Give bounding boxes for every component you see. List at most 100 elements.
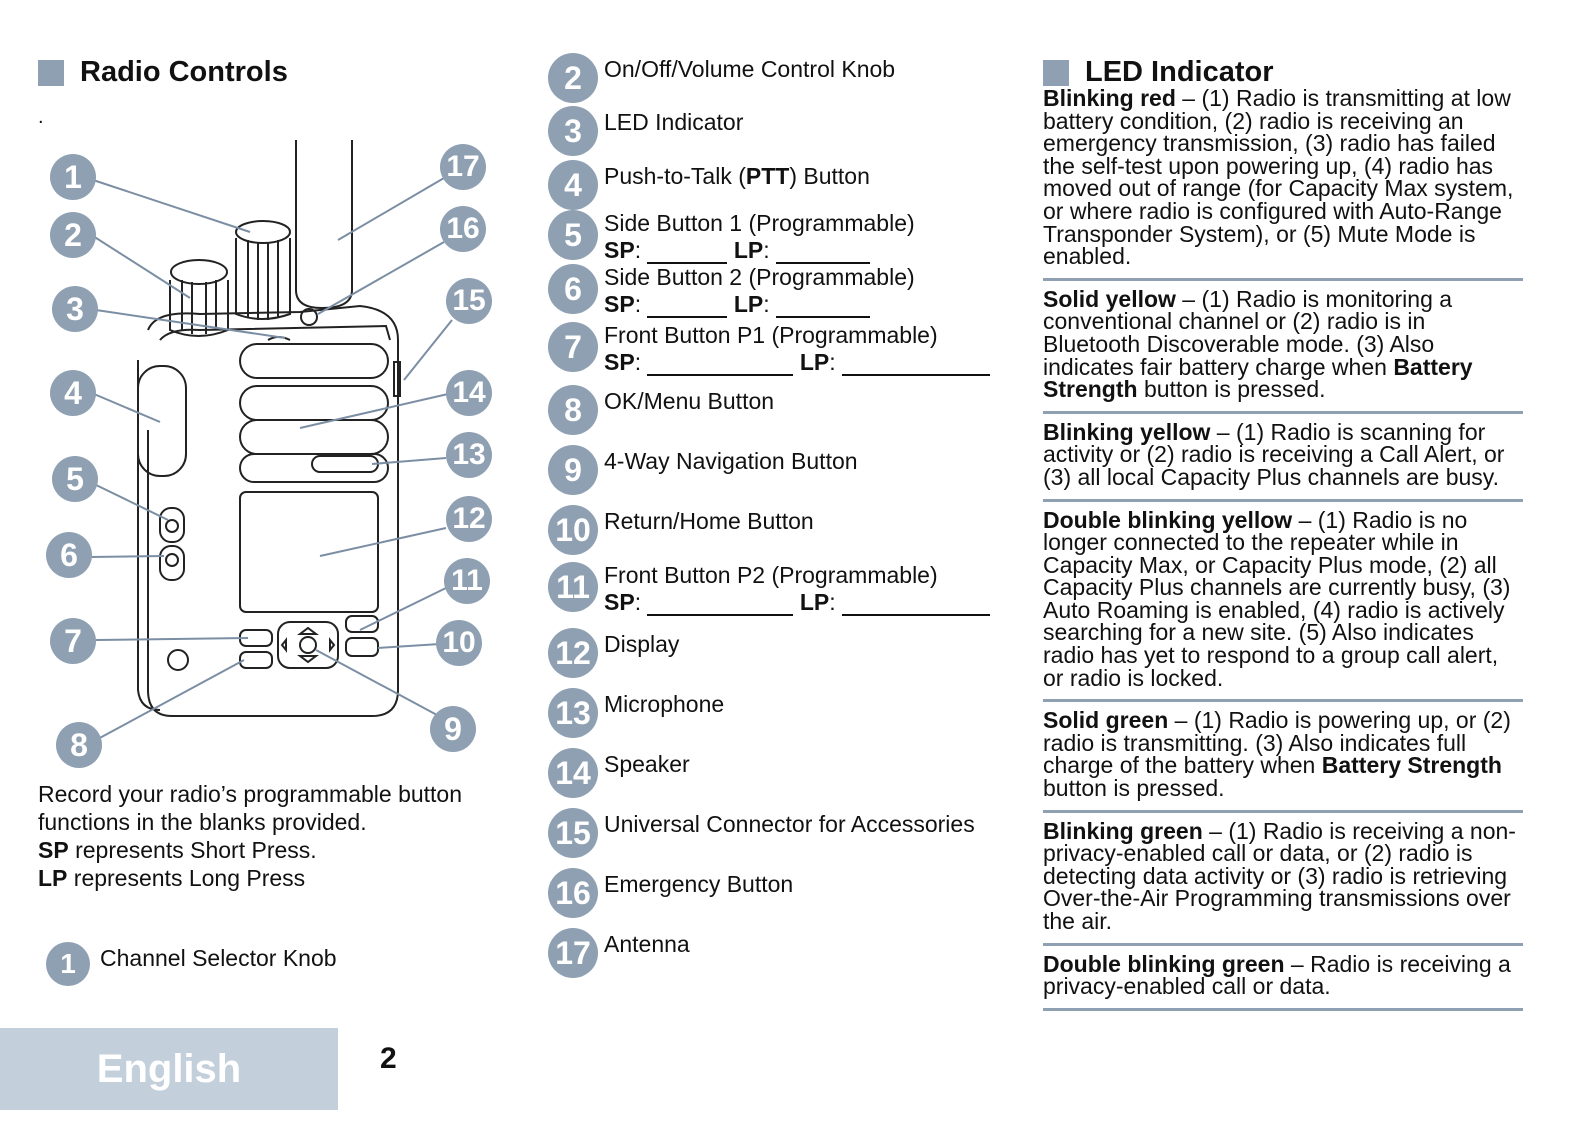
led-entry-double-blinking-yellow: Double blinking yellow – (1) Radio is no… [1043, 508, 1523, 703]
callout-5: 5 [52, 456, 98, 502]
item-label: Speaker [604, 751, 690, 777]
item-label: Emergency Button [604, 871, 794, 897]
item-label: Display [604, 631, 680, 657]
lp-blank[interactable] [842, 374, 991, 376]
lp-blank[interactable] [842, 614, 991, 616]
item-label: OK/Menu Button [604, 388, 775, 414]
led-entry-solid-yellow: Solid yellow – (1) Radio is monitoring a… [1043, 287, 1523, 414]
sp-text: represents Short Press. [68, 837, 317, 863]
item-number: 13 [548, 688, 598, 738]
led-entry-double-blinking-green: Double blinking green – Radio is receivi… [1043, 952, 1523, 1011]
callout-7: 7 [50, 618, 96, 664]
led-heading: LED Indicator [1043, 56, 1274, 89]
sp-blank[interactable] [647, 262, 728, 264]
control-item-12: 12 Display [548, 628, 679, 678]
item-label-pre: Push-to-Talk ( [604, 163, 746, 189]
callout-15: 15 [446, 278, 492, 324]
section-marker [38, 59, 64, 86]
radio-controls-title: Radio Controls [80, 56, 288, 88]
led-entry-blinking-green: Blinking green – (1) Radio is receiving … [1043, 819, 1523, 946]
control-item-8: 8 OK/Menu Button [548, 385, 774, 435]
radio-diagram: 1 2 3 4 5 6 7 8 9 10 11 12 13 14 15 16 1… [0, 130, 520, 790]
item-number: 6 [548, 264, 598, 314]
radio-controls-heading: Radio Controls [38, 56, 288, 89]
control-item-16: 16 Emergency Button [548, 868, 793, 918]
sp-lp-blanks: SP: LP: [604, 237, 915, 264]
control-item-17: 17 Antenna [548, 928, 690, 978]
item-label: Antenna [604, 931, 690, 957]
callout-4: 4 [50, 370, 96, 416]
callout-9: 9 [430, 706, 476, 752]
sp-abbr: SP [38, 837, 69, 863]
item-label-bold: PTT [745, 163, 790, 189]
control-item-15: 15 Universal Connector for Accessories [548, 808, 975, 858]
led-description-list: Blinking red – (1) Radio is transmitting… [1043, 86, 1523, 1017]
item-label: On/Off/Volume Control Knob [604, 56, 896, 82]
language-tab: English [0, 1028, 338, 1110]
section-marker [1043, 59, 1069, 86]
control-item-1: 1 Channel Selector Knob [46, 942, 337, 986]
sp-legend: SP represents Short Press. [38, 836, 462, 864]
item-number: 14 [548, 748, 598, 798]
led-title: LED Indicator [1085, 56, 1274, 88]
callout-12: 12 [446, 496, 492, 542]
record-instructions: Record your radio’s programmable button … [38, 780, 462, 892]
control-item-6: 6 Side Button 2 (Programmable) SP: LP: [548, 264, 915, 318]
record-line-2: functions in the blanks provided. [38, 809, 367, 835]
control-item-11: 11 Front Button P2 (Programmable) SP: LP… [548, 562, 991, 616]
callout-16: 16 [440, 206, 486, 252]
callout-11: 11 [444, 558, 490, 604]
control-item-9: 9 4-Way Navigation Button [548, 445, 858, 495]
lp-text: represents Long Press [67, 865, 306, 891]
item-label: Return/Home Button [604, 508, 814, 534]
item-label: Front Button P2 (Programmable) [604, 562, 938, 588]
lp-blank[interactable] [776, 262, 871, 264]
item-number: 10 [548, 505, 598, 555]
item-label: Universal Connector for Accessories [604, 811, 975, 837]
item-number: 1 [46, 942, 90, 986]
callout-3: 3 [52, 286, 98, 332]
callout-8: 8 [56, 722, 102, 768]
item-number: 7 [548, 322, 598, 372]
item-label: Front Button P1 (Programmable) [604, 322, 938, 348]
sp-lp-blanks: SP: LP: [604, 589, 991, 616]
control-item-14: 14 Speaker [548, 748, 690, 798]
sp-lp-blanks: SP: LP: [604, 349, 991, 376]
stray-dot: . [38, 106, 44, 128]
item-number: 9 [548, 445, 598, 495]
callout-1: 1 [50, 154, 96, 200]
callout-2: 2 [50, 212, 96, 258]
sp-blank[interactable] [647, 614, 794, 616]
item-number: 3 [548, 106, 598, 156]
item-label: 4-Way Navigation Button [604, 448, 858, 474]
callout-17: 17 [440, 144, 486, 190]
item-number: 12 [548, 628, 598, 678]
item-label: Microphone [604, 691, 725, 717]
record-line-1: Record your radio’s programmable button [38, 781, 463, 807]
item-label: Side Button 1 (Programmable) [604, 210, 915, 236]
item-number: 15 [548, 808, 598, 858]
control-item-4: 4 Push-to-Talk (PTT) Button [548, 160, 870, 210]
control-item-2: 2 On/Off/Volume Control Knob [548, 53, 895, 103]
item-number: 2 [548, 53, 598, 103]
item-number: 17 [548, 928, 598, 978]
led-entry-blinking-red: Blinking red – (1) Radio is transmitting… [1043, 86, 1523, 281]
control-item-7: 7 Front Button P1 (Programmable) SP: LP: [548, 322, 991, 376]
item-label: LED Indicator [604, 109, 744, 135]
item-label-post: ) Button [789, 163, 870, 189]
callout-10: 10 [436, 620, 482, 666]
sp-blank[interactable] [647, 374, 794, 376]
item-number: 5 [548, 210, 598, 260]
callout-14: 14 [446, 370, 492, 416]
item-label: Channel Selector Knob [100, 945, 337, 971]
item-number: 11 [548, 562, 598, 612]
callout-6: 6 [46, 532, 92, 578]
lp-blank[interactable] [776, 316, 871, 318]
control-item-10: 10 Return/Home Button [548, 505, 814, 555]
lp-legend: LP represents Long Press [38, 864, 462, 892]
control-item-13: 13 Microphone [548, 688, 724, 738]
sp-blank[interactable] [647, 316, 728, 318]
page-number: 2 [380, 1042, 397, 1075]
item-number: 8 [548, 385, 598, 435]
sp-lp-blanks: SP: LP: [604, 291, 915, 318]
